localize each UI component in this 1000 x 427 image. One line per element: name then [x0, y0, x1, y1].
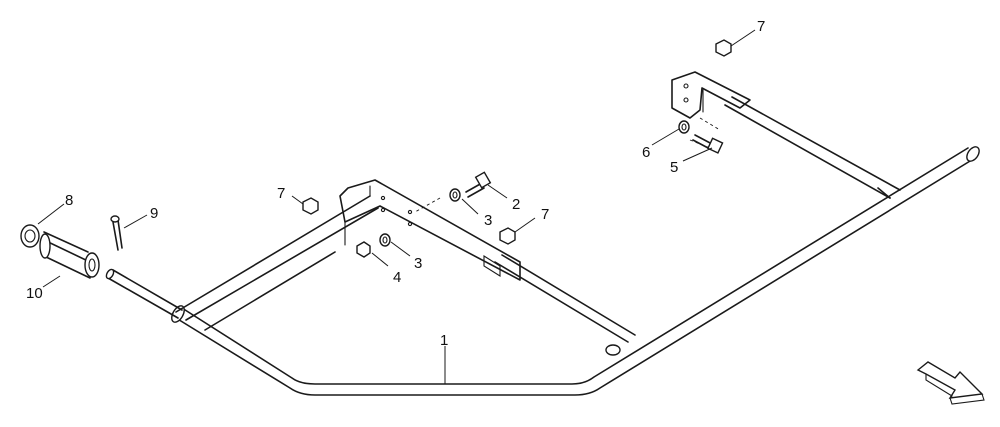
callout-7b: 7: [541, 206, 549, 223]
callout-8: 8: [65, 192, 73, 209]
callout-9: 9: [150, 205, 158, 222]
leader-lines: [37, 29, 756, 384]
ring-8: [20, 224, 40, 248]
right-bracket: [671, 71, 901, 199]
callout-3b: 3: [414, 255, 422, 272]
callout-10: 10: [26, 285, 43, 302]
rod-left: [105, 268, 183, 319]
pin-9: [110, 215, 123, 251]
main-frame-tube: [171, 146, 980, 396]
callout-6: 6: [642, 144, 650, 161]
direction-arrow-icon: [916, 361, 985, 405]
sleeve-10: [39, 231, 100, 279]
cross-tube-front: [175, 195, 379, 331]
washers: [379, 120, 690, 247]
callout-3a: 3: [484, 212, 492, 229]
assembly-lines: [414, 117, 721, 213]
bolt-2: [465, 171, 492, 198]
left-bracket: [339, 179, 521, 281]
callout-1: 1: [440, 332, 448, 349]
nuts: [302, 39, 732, 258]
bolt-5: [692, 134, 724, 154]
callout-4: 4: [393, 269, 401, 286]
rod-middle: [494, 254, 636, 356]
callout-7a: 7: [277, 185, 285, 202]
callout-labels: 1 2 3 3 4 5 6 7 7 7 8 9 10: [26, 18, 765, 349]
callout-5: 5: [670, 159, 678, 176]
callout-2: 2: [512, 196, 520, 213]
callout-7c: 7: [757, 18, 765, 35]
